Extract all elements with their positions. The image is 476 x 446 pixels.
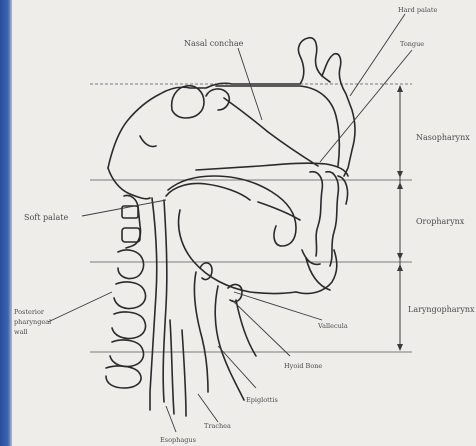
region-bracket	[397, 85, 403, 351]
label-vallecula: Vallecula	[317, 322, 348, 330]
label-nasopharynx: Nasopharynx	[416, 133, 470, 142]
nasal-cavity-outline	[108, 38, 355, 176]
vertebral-column	[106, 195, 186, 416]
label-trachea: Trachea	[204, 422, 231, 430]
label-esophagus: Esophagus	[160, 436, 196, 444]
label-nasal-conchae: Nasal conchae	[184, 39, 244, 48]
larynx-structures	[194, 263, 256, 400]
label-epiglottis: Epiglottis	[246, 396, 278, 404]
oral-structures	[166, 172, 348, 294]
label-hard-palate: Hard palate	[398, 6, 437, 14]
leader-lines	[48, 14, 412, 432]
label-hyoid-bone: Hyoid Bone	[284, 362, 322, 370]
label-laryngopharynx: Laryngopharynx	[408, 305, 475, 314]
label-tongue: Tongue	[400, 40, 424, 48]
label-posterior-pharyngeal-wall-line-2: pharyngeal	[14, 318, 51, 326]
label-posterior-pharyngeal-wall-line-1: Posterior	[14, 308, 45, 316]
label-oropharynx: Oropharynx	[416, 217, 465, 226]
label-posterior-pharyngeal-wall-line-3: wall	[14, 328, 28, 336]
label-soft-palate: Soft palate	[24, 213, 68, 222]
